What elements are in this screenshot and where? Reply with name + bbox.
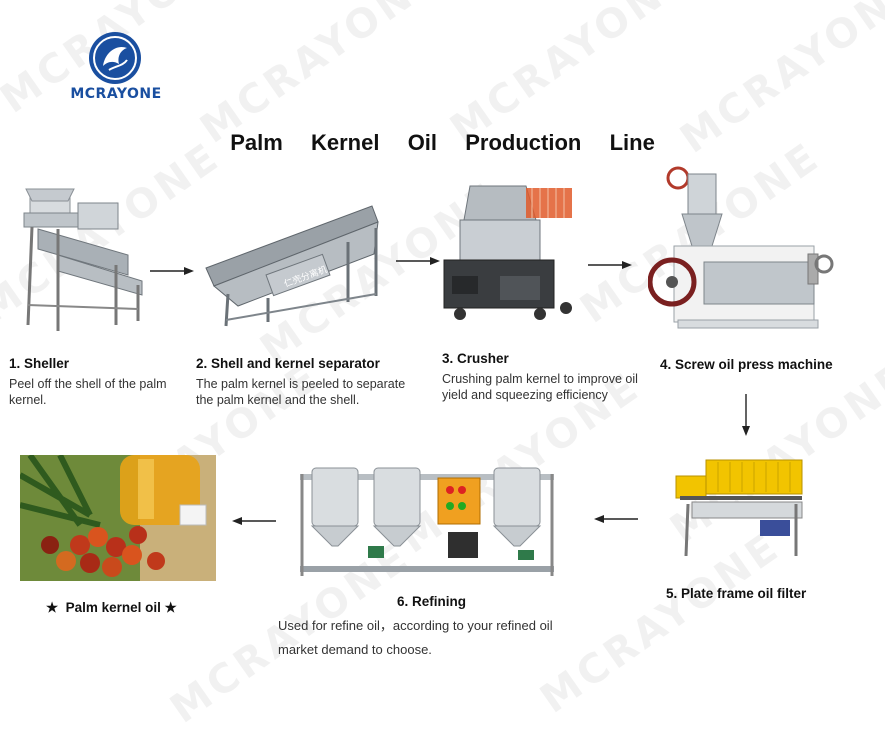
flow-arrow-down: [742, 394, 750, 436]
sheller-machine: [23, 188, 143, 331]
logo-emblem-icon: [89, 32, 141, 84]
step-2-desc: The palm kernel is peeled to separate th…: [196, 377, 406, 407]
flow-arrow-right: [588, 261, 632, 269]
step-5-title: 5. Plate frame oil filter: [666, 586, 807, 601]
plate-filter-machine: [675, 459, 803, 557]
step-3-title: 3. Crusher: [442, 351, 509, 366]
screw-press-machine: [648, 166, 834, 329]
step-6-desc: Used for refine oil，according to your re…: [278, 618, 553, 657]
step-6-title: 6. Refining: [397, 594, 467, 609]
refining-plant: [300, 467, 554, 576]
step-1-title: 1. Sheller: [9, 356, 70, 371]
flow-arrow-right: [150, 267, 194, 275]
flow-arrow-left: [594, 515, 638, 523]
product-label: ★ Palm kernel oil ★: [46, 600, 177, 615]
step-1-desc: Peel off the shell of the palm kernel.: [9, 377, 167, 407]
crusher-machine: [443, 185, 572, 320]
flow-arrow-right: [396, 257, 440, 265]
page-title: Palm Kernel Oil Production Line: [230, 130, 655, 155]
separator-machine: 仁壳分离机: [205, 205, 379, 327]
step-4-title: 4. Screw oil press machine: [660, 357, 833, 372]
brand-name: MCRAYONE: [70, 86, 162, 102]
step-3-desc: Crushing palm kernel to improve oil yiel…: [442, 372, 638, 402]
palm-oil-product: [20, 455, 216, 581]
step-2-title: 2. Shell and kernel separator: [196, 356, 380, 371]
flow-arrow-left: [232, 517, 276, 525]
